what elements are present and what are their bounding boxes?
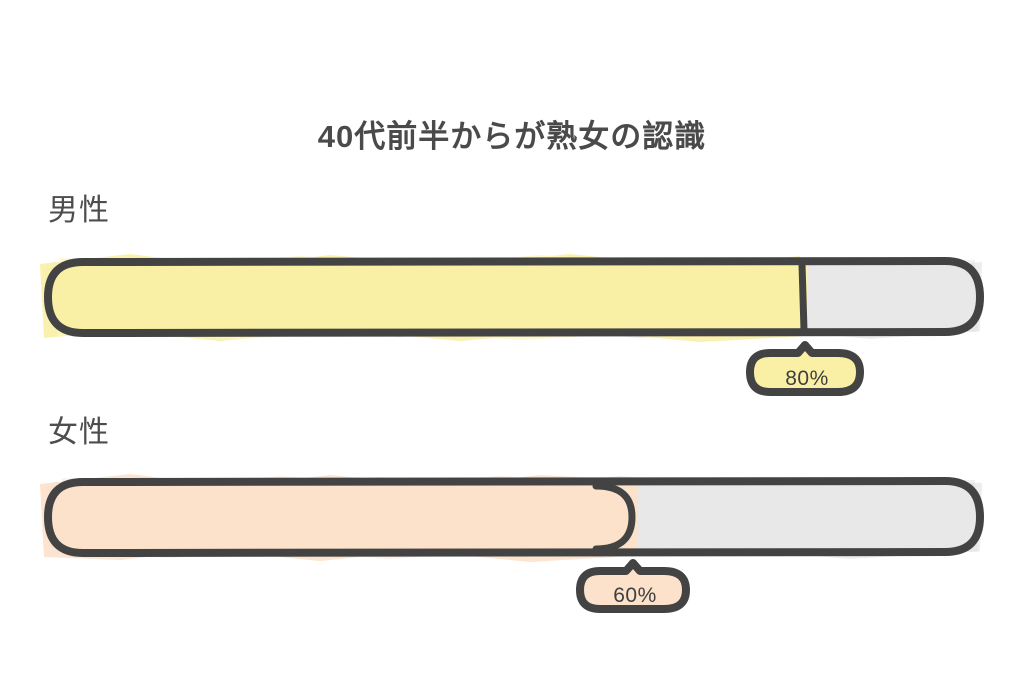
callout-male-bubble (746, 341, 864, 396)
page-title: 40代前半からが熟女の認識 (317, 119, 707, 154)
bar-male-fill (48, 262, 808, 332)
bar-female-track (48, 482, 980, 552)
bar-male-divider (798, 260, 808, 334)
bar-female-fill-texture (40, 474, 630, 562)
bar-label-female: 女性 (48, 416, 110, 449)
callout-male: 80% (742, 338, 872, 404)
bar-female-outline (44, 477, 984, 557)
bar-male-fill-texture (40, 254, 800, 342)
bar-female-divider (592, 482, 636, 553)
bar-male-track-texture (44, 257, 982, 339)
bar-female-track-texture (44, 476, 982, 559)
bar-male-fill-cap (760, 262, 808, 332)
bar-label-male: 男性 (48, 194, 110, 227)
callout-female-bubble (576, 559, 690, 613)
callout-female-value: 60% (613, 584, 657, 607)
callout-male-value: 80% (785, 367, 829, 390)
bar-male (40, 254, 984, 342)
bar-male-outline (44, 257, 984, 337)
bar-male-track (48, 262, 980, 332)
callout-female: 60% (570, 556, 700, 622)
bar-female-fill (48, 482, 638, 552)
bar-female (40, 474, 984, 562)
bar-female-fill-cap (590, 482, 638, 552)
